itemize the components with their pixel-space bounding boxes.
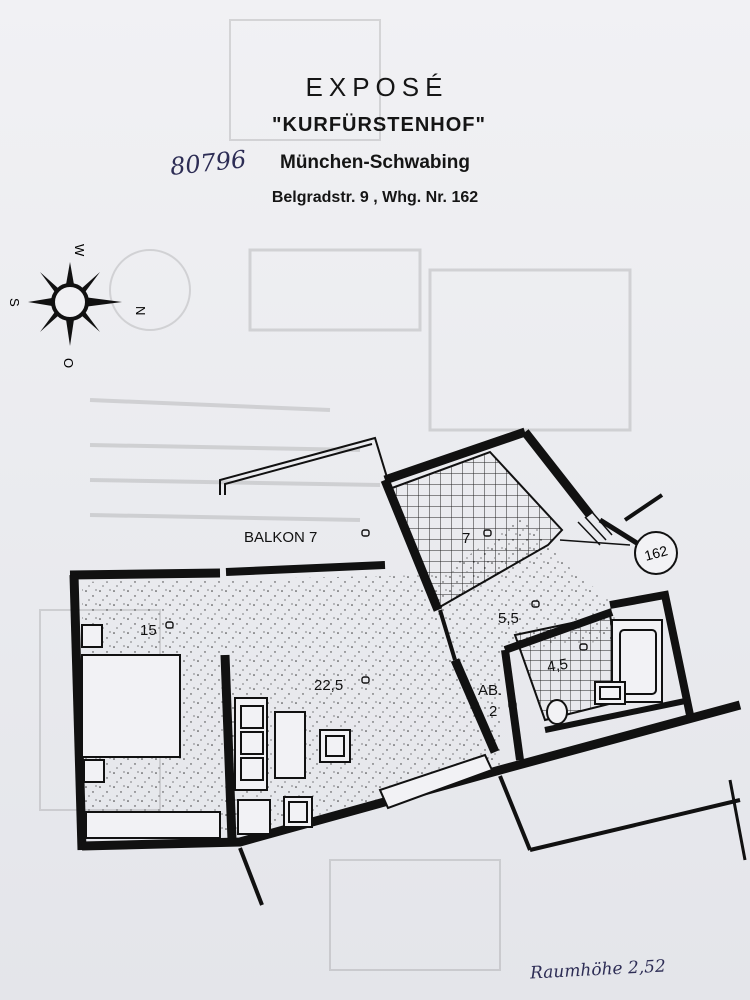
room-label-balcony: BALKON 7 [244, 529, 317, 546]
sideboard [378, 753, 494, 810]
toilet [546, 699, 568, 725]
nightstand-bottom [83, 759, 105, 783]
bathroom-fixtures [546, 619, 663, 725]
expose-title: EXPOSÉ [305, 72, 449, 102]
room-label-storage-area: 2 [489, 703, 497, 720]
side-unit-left [237, 799, 271, 835]
walls [69, 427, 747, 906]
room-label-bedroom: 15 [140, 622, 157, 639]
room-label-living: 22,5 [314, 677, 343, 694]
room-label-hall: 5,5 [498, 610, 519, 627]
compass-west-label: W [72, 244, 87, 257]
double-bed [81, 654, 181, 758]
nightstand-top [81, 624, 103, 648]
living-furniture [234, 697, 494, 835]
room-label-bath: 4,5 [546, 656, 569, 676]
room-label-kitchen: 7 [462, 530, 470, 547]
compass-star-icon [28, 262, 122, 346]
coffee-table [274, 711, 306, 779]
city-district: München-Schwabing [280, 152, 470, 173]
wardrobe [85, 811, 221, 839]
balcony-railing [219, 436, 401, 521]
room-label-storage-abbr: AB. [478, 682, 502, 699]
compass-south-label: S [7, 298, 22, 307]
area-unit-marks [165, 529, 588, 709]
unit-number: 162 [643, 542, 670, 564]
compass-north-label: N [133, 306, 148, 315]
armchair [319, 729, 351, 763]
entrance-door[interactable] [559, 511, 631, 546]
street-address: Belgradstr. 9 , Whg. Nr. 162 [271, 189, 479, 206]
building-name: "KURFÜRSTENHOF" [272, 114, 486, 136]
bedroom-furniture [81, 624, 221, 839]
unit-number-badge: 162 [634, 531, 678, 575]
compass-east-label: O [61, 358, 76, 368]
